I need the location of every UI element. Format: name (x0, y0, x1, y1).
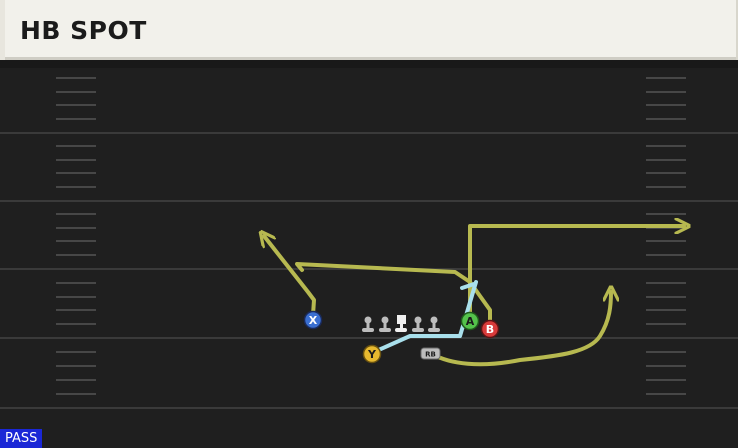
player-b-label: B (486, 323, 494, 336)
player-y[interactable]: Y (362, 344, 382, 364)
route-b-drag (295, 262, 492, 326)
lineman-icon (362, 316, 374, 332)
hash-marks-left (56, 77, 96, 395)
block-route (372, 280, 478, 354)
lineman-icon (412, 316, 424, 332)
field-surface (0, 60, 738, 448)
route-y-block (372, 280, 478, 354)
offensive-line (362, 315, 440, 332)
lineman-icon (379, 316, 391, 332)
hash-marks-right (646, 77, 686, 395)
player-y-label: Y (367, 348, 377, 361)
player-a-label: A (466, 315, 475, 328)
field-diagram: X Y A B RB (0, 60, 738, 448)
play-type-badge: PASS (0, 429, 43, 448)
player-rb[interactable]: RB (420, 347, 441, 360)
player-x[interactable]: X (303, 310, 323, 330)
route-x-post (264, 236, 316, 317)
player-b[interactable]: B (480, 319, 500, 339)
route-rb-wheel (430, 292, 611, 367)
header-accent (0, 0, 5, 60)
player-a[interactable]: A (460, 311, 480, 331)
lineman-icon (428, 316, 440, 332)
center-icon (395, 315, 407, 332)
play-header: HB SPOT (0, 0, 738, 60)
player-rb-label: RB (425, 351, 436, 359)
field-top-shadow (0, 60, 738, 68)
player-x-label: X (309, 314, 318, 327)
play-title: HB SPOT (20, 16, 147, 45)
